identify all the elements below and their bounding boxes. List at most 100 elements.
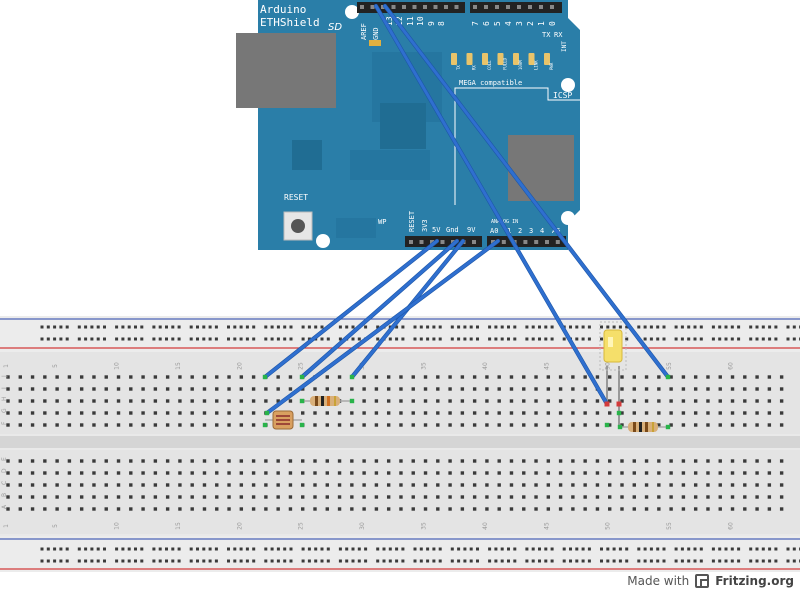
header-pin[interactable]: [545, 240, 549, 244]
breadboard-hole: [203, 507, 206, 510]
breadboard-hole: [55, 411, 58, 414]
rail-hole: [532, 326, 535, 329]
breadboard-hole: [68, 387, 71, 390]
breadboard-hole: [596, 423, 599, 426]
breadboard-hole: [768, 459, 771, 462]
rail-hole: [128, 338, 131, 341]
regulator: [292, 140, 322, 170]
header-pin[interactable]: [420, 240, 424, 244]
header-pin[interactable]: [556, 240, 560, 244]
breadboard-hole: [436, 507, 439, 510]
breadboard-hole: [473, 459, 476, 462]
rail-hole: [414, 548, 417, 551]
rail-hole: [171, 548, 174, 551]
breadboard-hole: [583, 459, 586, 462]
rail-hole: [97, 326, 100, 329]
breadboard-hole: [583, 411, 586, 414]
rail-hole: [501, 326, 504, 329]
breadboard-hole: [694, 387, 697, 390]
breadboard-hole: [191, 495, 194, 498]
breadboard-hole: [68, 423, 71, 426]
breadboard-hole: [473, 399, 476, 402]
header-pin[interactable]: [506, 5, 510, 9]
breadboard-hole: [448, 495, 451, 498]
header-pin[interactable]: [495, 5, 499, 9]
rail-hole: [712, 548, 715, 551]
header-pin[interactable]: [534, 240, 538, 244]
status-led-label: LINK: [534, 60, 539, 70]
breadboard-hole: [743, 507, 746, 510]
status-led: [451, 53, 457, 65]
breadboard-hole: [669, 459, 672, 462]
header-pin[interactable]: [473, 5, 477, 9]
breadboard-hole: [68, 495, 71, 498]
rail-hole: [426, 326, 429, 329]
breadboard-hole: [719, 399, 722, 402]
rail-hole: [718, 338, 721, 341]
rx-label: RX: [554, 31, 563, 39]
header-pin[interactable]: [434, 5, 438, 9]
breadboard-hole: [694, 399, 697, 402]
breadboard-hole: [338, 495, 341, 498]
rail-hole: [252, 326, 255, 329]
rail-hole: [41, 548, 44, 551]
header-pin[interactable]: [550, 5, 554, 9]
breadboard-hole: [424, 423, 427, 426]
breadboard-hole: [436, 423, 439, 426]
rail-hole: [97, 548, 100, 551]
rail-hole: [588, 560, 591, 563]
breadboard-hole: [534, 399, 537, 402]
breadboard-hole: [178, 471, 181, 474]
header-pin[interactable]: [502, 240, 506, 244]
header-pin[interactable]: [539, 5, 543, 9]
breadboard-hole: [117, 483, 120, 486]
header-pin[interactable]: [517, 5, 521, 9]
breadboard-hole: [485, 411, 488, 414]
rail-hole: [171, 338, 174, 341]
breadboard-hole: [768, 471, 771, 474]
rail-hole: [84, 560, 87, 563]
breadboard-hole: [227, 471, 230, 474]
rail-hole: [694, 338, 697, 341]
breadboard-hole: [399, 411, 402, 414]
breadboard-hole: [338, 375, 341, 378]
header-pin[interactable]: [402, 5, 406, 9]
breadboard-hole: [141, 471, 144, 474]
breadboard-hole: [31, 375, 34, 378]
rail-hole: [215, 338, 218, 341]
analog-pin-label: 2: [518, 227, 522, 235]
header-pin[interactable]: [444, 5, 448, 9]
header-pin[interactable]: [523, 240, 527, 244]
header-pin[interactable]: [455, 5, 459, 9]
rail-hole: [240, 338, 243, 341]
rail-hole: [756, 326, 759, 329]
header-pin[interactable]: [371, 5, 375, 9]
reset-button-cap[interactable]: [291, 219, 305, 233]
breadboard-hole: [43, 459, 46, 462]
breadboard-hole: [166, 495, 169, 498]
breadboard-hole: [264, 387, 267, 390]
breadboard-hole: [203, 399, 206, 402]
breadboard-hole: [559, 495, 562, 498]
rail-hole: [494, 338, 497, 341]
header-pin[interactable]: [413, 5, 417, 9]
rail-hole: [283, 548, 286, 551]
rail-hole: [787, 560, 790, 563]
breadboard-hole: [68, 483, 71, 486]
header-pin[interactable]: [360, 5, 364, 9]
breadboard-hole: [55, 471, 58, 474]
breadboard-hole: [129, 411, 132, 414]
breadboard-hole: [19, 387, 22, 390]
header-pin[interactable]: [392, 5, 396, 9]
header-pin[interactable]: [528, 5, 532, 9]
rail-hole: [339, 560, 342, 563]
rail-hole: [78, 338, 81, 341]
header-pin[interactable]: [441, 240, 445, 244]
header-pin[interactable]: [472, 240, 476, 244]
breadboard-hole: [326, 495, 329, 498]
rail-hole: [476, 560, 479, 563]
header-pin[interactable]: [484, 5, 488, 9]
column-number: 60: [728, 522, 735, 530]
header-pin[interactable]: [423, 5, 427, 9]
header-pin[interactable]: [409, 240, 413, 244]
